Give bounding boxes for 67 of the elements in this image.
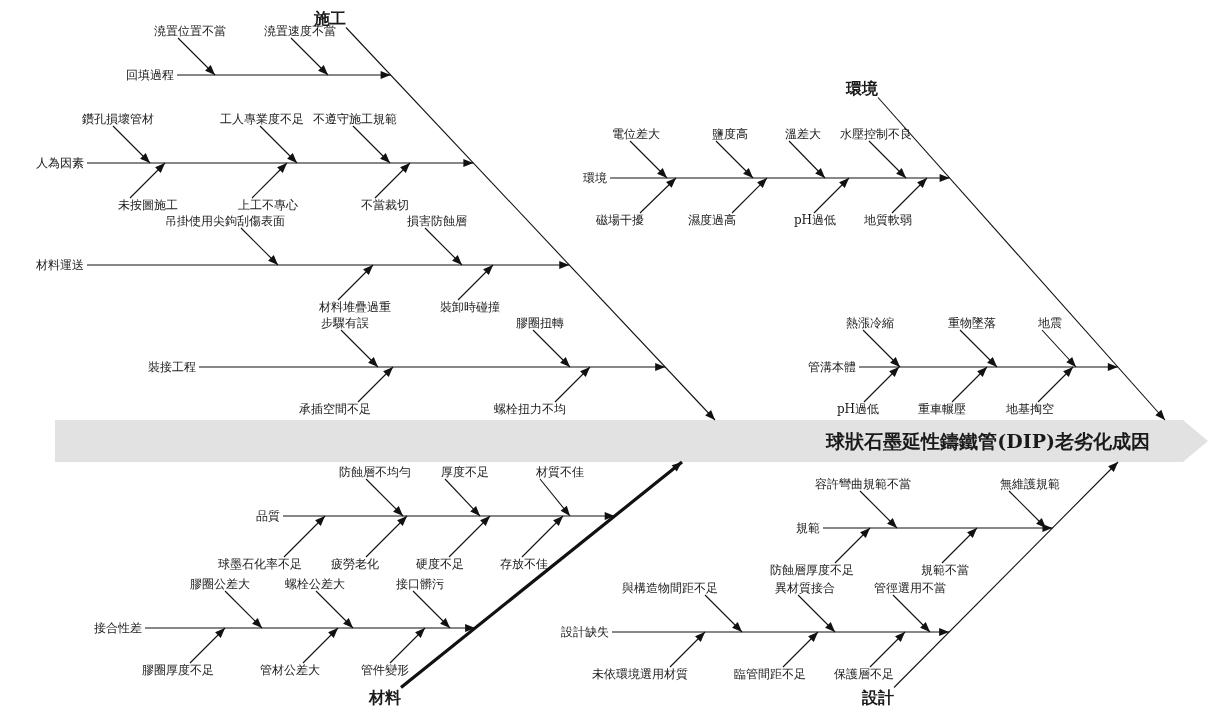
cause-label: 熱漲冷縮 — [846, 317, 894, 329]
cause-label: 不當裁切 — [361, 199, 409, 211]
branch-label: 管溝本體 — [808, 361, 856, 373]
cause-label: 材料堆疊過重 — [319, 301, 391, 313]
cause-label: 重車輾壓 — [918, 403, 966, 415]
cause-label: 管材公差大 — [260, 664, 320, 676]
cause-label: 磁場干擾 — [596, 214, 644, 226]
branch-label: 規範 — [796, 522, 820, 534]
cause-label: 防蝕層不均勻 — [339, 466, 411, 478]
cause-label: 厚度不足 — [441, 466, 489, 478]
cause-label: 承插空間不足 — [299, 403, 371, 415]
cause-label: 工人專業度不足 — [220, 113, 304, 125]
cause-label: 球墨石化率不足 — [218, 558, 302, 570]
cause-label: 接口髒污 — [396, 578, 444, 590]
branch-label: 裝接工程 — [148, 361, 196, 373]
cause-label: 管徑選用不當 — [874, 582, 946, 594]
cause-label: 重物墜落 — [948, 317, 996, 329]
cause-label: 硬度不足 — [416, 558, 464, 570]
cause-label: 疲勞老化 — [331, 558, 379, 570]
cause-label: pH過低 — [836, 403, 880, 415]
category-label: 設計 — [862, 687, 894, 707]
cause-label: pH過低 — [793, 214, 837, 226]
cause-label: 地質軟弱 — [864, 214, 912, 226]
cause-label: 水壓控制不良 — [840, 128, 912, 140]
cause-label: 損害防蝕層 — [407, 215, 467, 227]
cause-label: 膠圈公差大 — [190, 578, 250, 590]
cause-label: 防蝕層厚度不足 — [770, 564, 854, 576]
cause-label: 澆置速度不當 — [264, 25, 336, 37]
cause-label: 地震 — [1038, 317, 1062, 329]
cause-label: 吊掛使用尖鉤刮傷表面 — [165, 215, 285, 227]
branch-label: 品質 — [256, 510, 280, 522]
cause-label: 步驟有誤 — [321, 317, 369, 329]
branch-label: 材料運送 — [36, 259, 84, 271]
cause-label: 地基掏空 — [1006, 403, 1054, 415]
branch-label: 人為因素 — [36, 157, 84, 169]
cause-label: 臨管間距不足 — [734, 668, 806, 680]
category-label: 環境 — [846, 78, 878, 98]
cause-label: 規範不當 — [921, 564, 969, 576]
cause-label: 澆置位置不當 — [154, 25, 226, 37]
category-label: 材料 — [369, 687, 401, 707]
cause-label: 溫差大 — [785, 128, 821, 140]
cause-label: 濕度過高 — [688, 214, 736, 226]
cause-label: 未按圖施工 — [118, 199, 178, 211]
cause-label: 不遵守施工規範 — [313, 113, 397, 125]
cause-label: 鹽度高 — [712, 128, 748, 140]
cause-label: 管件變形 — [361, 664, 409, 676]
cause-label: 膠圈扭轉 — [516, 317, 564, 329]
cause-label: 保護層不足 — [834, 668, 894, 680]
branch-label: 設計缺失 — [561, 626, 609, 638]
branch-label: 環境 — [583, 172, 607, 184]
cause-label: 與構造物間距不足 — [622, 582, 718, 594]
cause-label: 未依環境選用材質 — [592, 668, 688, 680]
effect-label: 球狀石墨延性鑄鐵管(DIP)老劣化成因 — [826, 429, 1150, 454]
cause-label: 電位差大 — [612, 128, 660, 140]
cause-label: 異材質接合 — [775, 582, 835, 594]
cause-label: 膠圈厚度不足 — [142, 664, 214, 676]
branch-label: 回填過程 — [126, 69, 174, 81]
cause-label: 無維護規範 — [1000, 478, 1060, 490]
branch-label: 接合性差 — [94, 622, 142, 634]
cause-label: 存放不佳 — [500, 558, 548, 570]
cause-label: 材質不佳 — [536, 466, 584, 478]
cause-label: 螺栓公差大 — [285, 578, 345, 590]
cause-label: 上工不專心 — [238, 199, 298, 211]
cause-label: 裝卸時碰撞 — [440, 301, 500, 313]
cause-label: 鑽孔損壞管材 — [82, 113, 154, 125]
cause-label: 容許彎曲規範不當 — [815, 478, 911, 490]
cause-label: 螺栓扭力不均 — [494, 403, 566, 415]
